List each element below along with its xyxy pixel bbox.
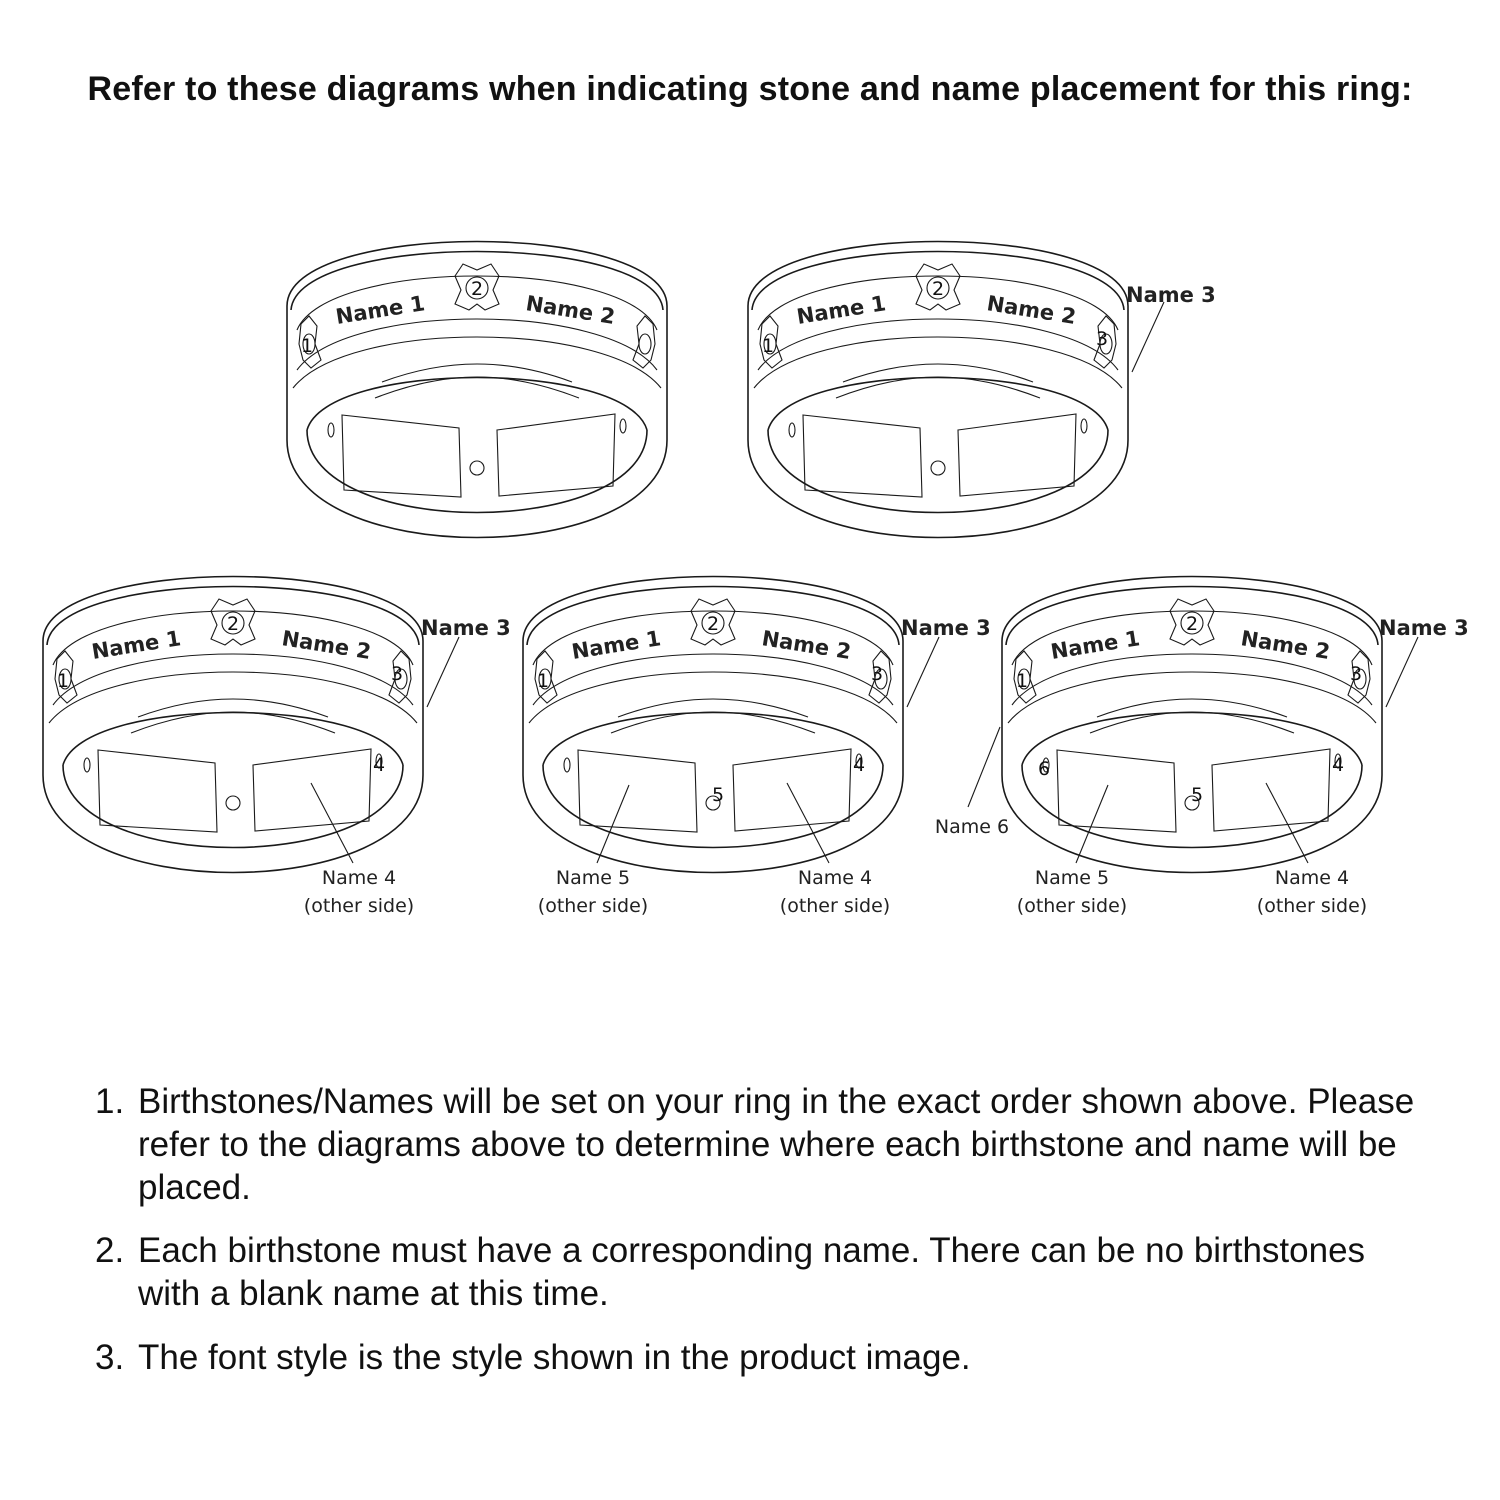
- leader-line: [1385, 636, 1419, 708]
- label-name-6: Name 6: [935, 816, 1009, 838]
- instruction-item-3: 3. The font style is the style shown in t…: [95, 1336, 1435, 1379]
- stone-number-5: 5: [1191, 784, 1203, 806]
- instruction-text: Birthstones/Names will be set on your ri…: [138, 1082, 1415, 1207]
- instruction-text: Each birthstone must have a correspondin…: [138, 1231, 1366, 1313]
- stone-number-4: 4: [853, 754, 865, 776]
- label-name-2: Name 2: [985, 291, 1077, 329]
- stone-number-3: 3: [1096, 328, 1108, 350]
- stone-number-4: 4: [1332, 754, 1344, 776]
- label-other-side: (other side): [1257, 895, 1367, 917]
- instruction-number: 2.: [95, 1231, 125, 1270]
- leader-line: [786, 782, 830, 864]
- leader-line: [1131, 301, 1165, 373]
- stone-number-1: 1: [57, 670, 69, 692]
- label-name-5: Name 5: [556, 867, 630, 889]
- ring-diagram-c: 2 1 3 4 Name 1 Name 2 Name 3 Name 4 (oth…: [42, 575, 511, 917]
- label-name-2: Name 2: [760, 626, 852, 664]
- stone-number-5: 5: [712, 784, 724, 806]
- stone-number-2: 2: [1186, 613, 1198, 635]
- page-heading: Refer to these diagrams when indicating …: [87, 70, 1413, 108]
- ring-diagram-b: 2 1 3 Name 1 Name 2 Name 3: [747, 240, 1216, 539]
- instruction-item-1: 1. Birthstones/Names will be set on your …: [95, 1080, 1435, 1209]
- leader-line: [310, 782, 354, 864]
- label-other-side: (other side): [538, 895, 648, 917]
- stone-number-2: 2: [932, 278, 944, 300]
- label-name-2: Name 2: [280, 626, 372, 664]
- label-name-4: Name 4: [1275, 867, 1349, 889]
- ring-diagram-a: 2 1 Name 1 Name 2: [286, 240, 668, 539]
- leader-line: [967, 726, 1001, 808]
- stone-number-2: 2: [471, 278, 483, 300]
- stone-number-1: 1: [762, 335, 774, 357]
- label-name-2: Name 2: [1239, 626, 1331, 664]
- stone-number-4: 4: [373, 754, 385, 776]
- label-name-5: Name 5: [1035, 867, 1109, 889]
- stone-number-1: 1: [301, 335, 313, 357]
- label-name-3: Name 3: [901, 616, 991, 640]
- instruction-number: 1.: [95, 1082, 125, 1121]
- instruction-item-2: 2. Each birthstone must have a correspond…: [95, 1229, 1435, 1315]
- stone-number-3: 3: [391, 663, 403, 685]
- label-name-2: Name 2: [524, 291, 616, 329]
- stone-number-1: 1: [537, 670, 549, 692]
- label-name-3: Name 3: [1126, 283, 1216, 307]
- leader-line: [906, 636, 940, 708]
- ring-diagram-d: 2 1 3 4 5 Name 1 Name 2 Name 3 Name 4 (o…: [522, 575, 991, 917]
- label-name-4: Name 4: [798, 867, 872, 889]
- label-other-side: (other side): [1017, 895, 1127, 917]
- instruction-number: 3.: [95, 1338, 125, 1377]
- ring-diagram-e: 2 1 3 4 5 6 Name 1 Name 2 Name 3 Name 4 …: [935, 575, 1469, 917]
- label-other-side: (other side): [304, 895, 414, 917]
- stone-number-1: 1: [1016, 670, 1028, 692]
- stone-number-3: 3: [871, 663, 883, 685]
- label-name-3: Name 3: [1379, 616, 1469, 640]
- leader-line: [1265, 782, 1309, 864]
- ring-diagrams: 2 1 Name 1 Name 2 2 1 3 Name 1 Name 2 Na…: [42, 240, 1469, 917]
- stone-number-6: 6: [1038, 758, 1050, 780]
- stone-number-2: 2: [707, 613, 719, 635]
- instruction-text: The font style is the style shown in the…: [138, 1338, 971, 1377]
- stone-number-2: 2: [227, 613, 239, 635]
- stone-number-3: 3: [1350, 663, 1362, 685]
- leader-line: [596, 784, 630, 864]
- label-other-side: (other side): [780, 895, 890, 917]
- leader-line: [426, 636, 460, 708]
- label-name-4: Name 4: [322, 867, 396, 889]
- leader-line: [1075, 784, 1109, 864]
- label-name-3: Name 3: [421, 616, 511, 640]
